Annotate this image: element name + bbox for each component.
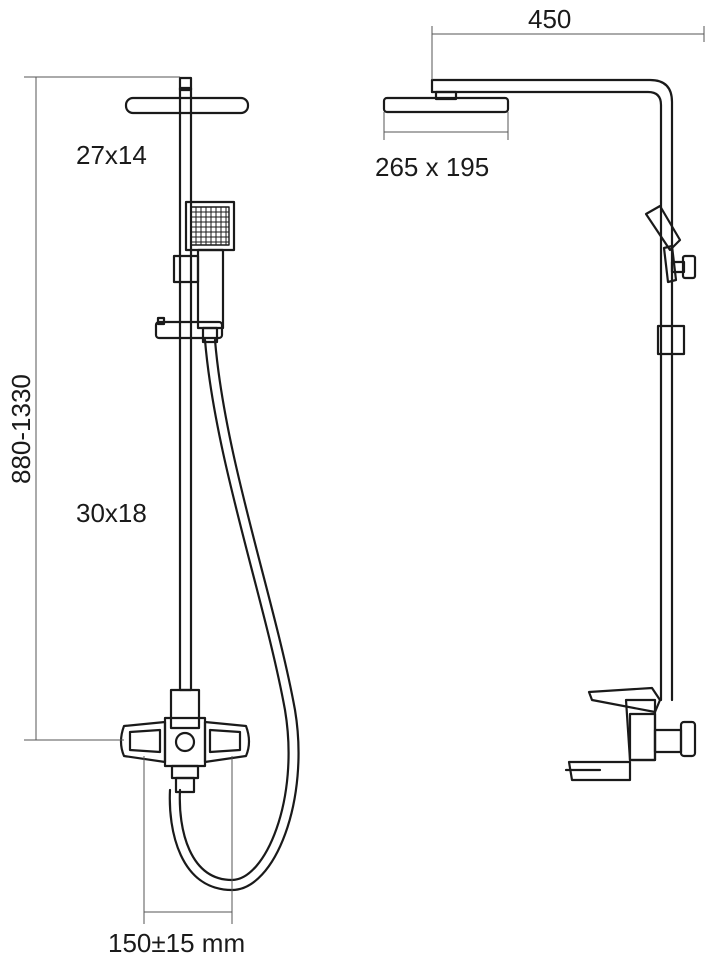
front-rain-head bbox=[124, 96, 250, 115]
head-size-label: 265 x 195 bbox=[375, 152, 489, 182]
front-riser-pipe bbox=[178, 86, 193, 692]
side-shower-arm bbox=[430, 78, 674, 702]
side-hand-shower bbox=[644, 204, 682, 252]
projection-label: 450 bbox=[528, 4, 571, 34]
head-arm-size-label: 27x14 bbox=[76, 140, 147, 170]
front-holder bbox=[172, 254, 200, 284]
inlet-spacing-label: 150±15 mm bbox=[108, 928, 245, 958]
height-range-label: 880-1330 bbox=[6, 374, 36, 484]
side-slider bbox=[656, 324, 686, 356]
front-top-cap bbox=[178, 76, 193, 92]
front-hose bbox=[168, 338, 300, 892]
side-mixer bbox=[564, 686, 697, 782]
side-view bbox=[382, 78, 697, 782]
riser-size-label: 30x18 bbox=[76, 498, 147, 528]
front-mixer-valve bbox=[119, 688, 251, 794]
front-view bbox=[119, 76, 300, 892]
dimension-lines bbox=[24, 26, 705, 924]
front-hose-connector bbox=[201, 326, 219, 344]
front-slider-bracket bbox=[154, 320, 224, 340]
front-hand-shower bbox=[184, 200, 236, 330]
